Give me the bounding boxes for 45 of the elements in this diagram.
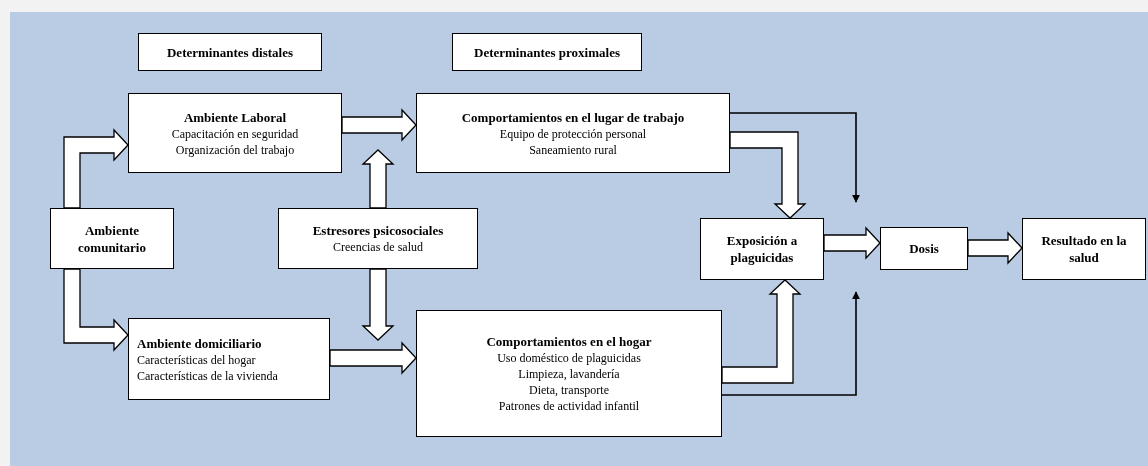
block-arrow	[63, 128, 129, 209]
text-box	[50, 208, 174, 269]
block-arrow	[63, 268, 129, 352]
text-box	[128, 93, 342, 173]
block-arrow	[721, 279, 802, 384]
arrow	[729, 112, 860, 203]
box-text: Características del hogar	[137, 351, 256, 368]
text-box	[1022, 218, 1146, 280]
box-text: Creencias de salud	[333, 239, 423, 255]
box-heading: Comportamientos en el lugar de trabajo	[461, 108, 685, 126]
box-text: Organización del trabajo	[175, 141, 295, 158]
text-box	[416, 93, 730, 173]
box-text: Características de la vivienda	[137, 367, 278, 384]
text-box	[128, 318, 330, 400]
text-box	[278, 208, 478, 269]
box-heading: Ambiente comunitario	[77, 221, 147, 256]
text-box	[416, 310, 722, 437]
box-heading: Determinantes proximales	[474, 43, 620, 61]
box-heading: Ambiente domiciliario	[137, 334, 262, 352]
box-text: Saneamiento rural	[529, 141, 617, 158]
box-text: Limpieza, lavandería	[518, 366, 620, 382]
block-arrow	[341, 108, 417, 142]
text-box	[452, 33, 642, 71]
box-heading: Resultado en la salud	[1040, 232, 1128, 266]
box-text: Uso doméstico de plaguicidas	[497, 350, 641, 366]
block-arrow	[361, 268, 395, 341]
box-heading: Estresores psicosociales	[312, 222, 444, 239]
text-box	[700, 218, 824, 280]
box-heading: Determinantes distales	[167, 43, 293, 61]
box-heading: Ambiente Laboral	[183, 108, 287, 126]
block-arrow	[823, 226, 881, 260]
box-text: Dieta, transporte	[529, 382, 609, 398]
box-heading: Dosis	[909, 240, 939, 257]
block-arrow	[967, 231, 1023, 265]
box-text: Capacitación en seguridad	[171, 125, 299, 142]
text-box	[880, 227, 968, 270]
arrow	[721, 291, 860, 396]
box-heading: Exposición a plaguicidas	[725, 232, 799, 266]
block-arrow	[361, 149, 395, 209]
box-text: Patrones de actividad infantil	[498, 398, 640, 414]
block-arrow	[729, 131, 807, 219]
box-text: Equipo de protección personal	[499, 125, 647, 142]
block-arrow	[329, 341, 417, 375]
box-heading: Comportamientos en el hogar	[486, 333, 652, 350]
text-box	[138, 33, 322, 71]
